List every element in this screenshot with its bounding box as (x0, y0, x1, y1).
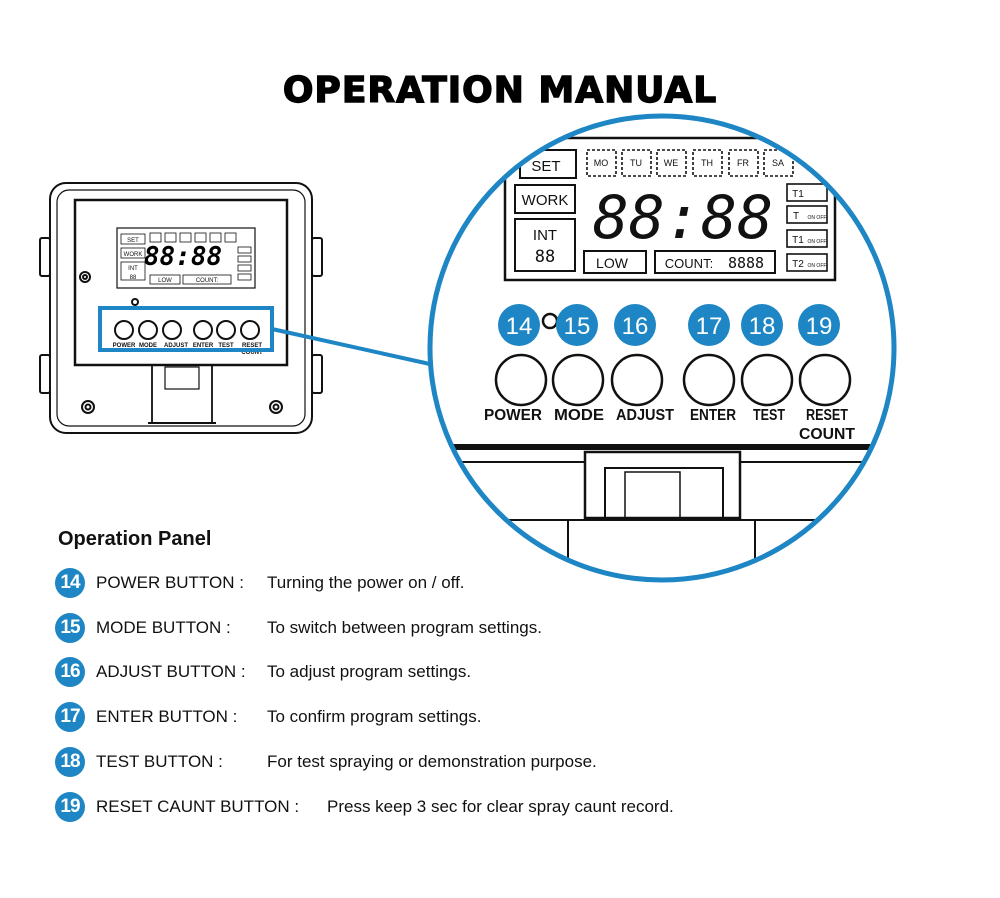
on-off-1: ON OFF (808, 215, 827, 221)
display-set-label: SET (531, 158, 560, 175)
number-badge-17: 17 (55, 702, 85, 732)
small-mode-label: MODE (139, 343, 157, 349)
day-sa: SA (772, 158, 784, 168)
item-label: ENTER BUTTON : (96, 707, 238, 726)
small-set-label: SET (127, 238, 139, 244)
badge-16: 16 (622, 313, 649, 340)
small-test-label: TEST (218, 343, 234, 349)
item-description: Press keep 3 sec for clear spray caunt r… (327, 797, 674, 816)
page-title: OPERATION MANUAL (282, 69, 718, 111)
day-mo: MO (594, 158, 609, 168)
count-button-label: COUNT (799, 426, 855, 443)
test-button-label: TEST (753, 407, 785, 424)
side-label-t: T (793, 211, 799, 222)
small-reset-label: RESET (242, 343, 262, 349)
side-label-t1b: T1 (792, 235, 804, 246)
operation-panel-heading: Operation Panel (58, 528, 212, 550)
badge-16-bg (614, 304, 656, 346)
device-illustration (39, 182, 323, 434)
item-description: To switch between program settings. (267, 618, 542, 637)
badge-15: 15 (564, 313, 591, 340)
button-badges: 14 15 16 17 18 19 (498, 304, 840, 346)
item-description: To adjust program settings. (267, 662, 472, 681)
display-low-label: LOW (596, 255, 629, 271)
badge-15-bg (556, 304, 598, 346)
badge-17-bg (688, 304, 730, 346)
reset-button-label: RESET (806, 407, 848, 424)
power-button-label: POWER (484, 407, 542, 424)
small-adjust-label: ADJUST (164, 343, 188, 349)
on-off-3: ON OFF (808, 263, 827, 269)
number-badge-15: 15 (55, 613, 85, 643)
small-enter-label: ENTER (193, 343, 214, 349)
side-label-t1: T1 (792, 189, 804, 200)
badge-19: 19 (806, 313, 833, 340)
badge-17: 17 (696, 313, 723, 340)
badge-18-bg (741, 304, 783, 346)
display-count-label: COUNT: (665, 256, 713, 271)
small-count-label: COUNT: (196, 278, 219, 284)
adjust-button-label: ADJUST (616, 407, 674, 424)
day-th: TH (701, 158, 713, 168)
display-int-label: INT (533, 227, 557, 244)
mode-button-label: MODE (554, 407, 604, 424)
small-power-label: POWER (113, 343, 136, 349)
badge-14-bg (498, 304, 540, 346)
item-label: TEST BUTTON : (96, 752, 223, 771)
day-tu: TU (630, 158, 642, 168)
number-badge-19: 19 (55, 792, 85, 822)
day-we: WE (664, 158, 679, 168)
device-diagram: 88:88 SET WORK INT 88 LOW COUNT: POWER M… (39, 113, 897, 583)
item-description: Turning the power on / off. (267, 573, 465, 592)
item-label: ADJUST BUTTON : (96, 662, 246, 681)
number-badge-14: 14 (55, 568, 85, 598)
number-badge-18: 18 (55, 747, 85, 777)
item-label: POWER BUTTON : (96, 573, 244, 592)
badge-18: 18 (749, 313, 776, 340)
item-description: For test spraying or demonstration purpo… (267, 752, 597, 771)
small-int-digits: 88 (130, 275, 137, 281)
magnifier-ring (427, 113, 897, 583)
small-count-label-2: COUNT (241, 350, 263, 356)
enter-button-label: ENTER (690, 407, 736, 424)
display-work-label: WORK (522, 192, 569, 209)
item-description: To confirm program settings. (267, 707, 482, 726)
display-count-digits: 8888 (728, 254, 764, 272)
number-badge-16: 16 (55, 657, 85, 687)
display-int-digits: 88 (535, 247, 555, 267)
small-low-label: LOW (158, 278, 172, 284)
small-display-clock: 88:88 (144, 242, 222, 272)
item-label: RESET CAUNT BUTTON : (96, 797, 300, 816)
on-off-2: ON OFF (808, 239, 827, 245)
badge-19-bg (798, 304, 840, 346)
magnified-view (430, 116, 894, 580)
small-int-label: INT (128, 266, 138, 272)
day-fr: FR (737, 158, 749, 168)
side-label-t2: T2 (792, 259, 804, 270)
small-work-label: WORK (124, 252, 143, 258)
badge-14: 14 (506, 313, 533, 340)
item-label: MODE BUTTON : (96, 618, 231, 637)
display-clock: 88:88 (593, 183, 774, 253)
